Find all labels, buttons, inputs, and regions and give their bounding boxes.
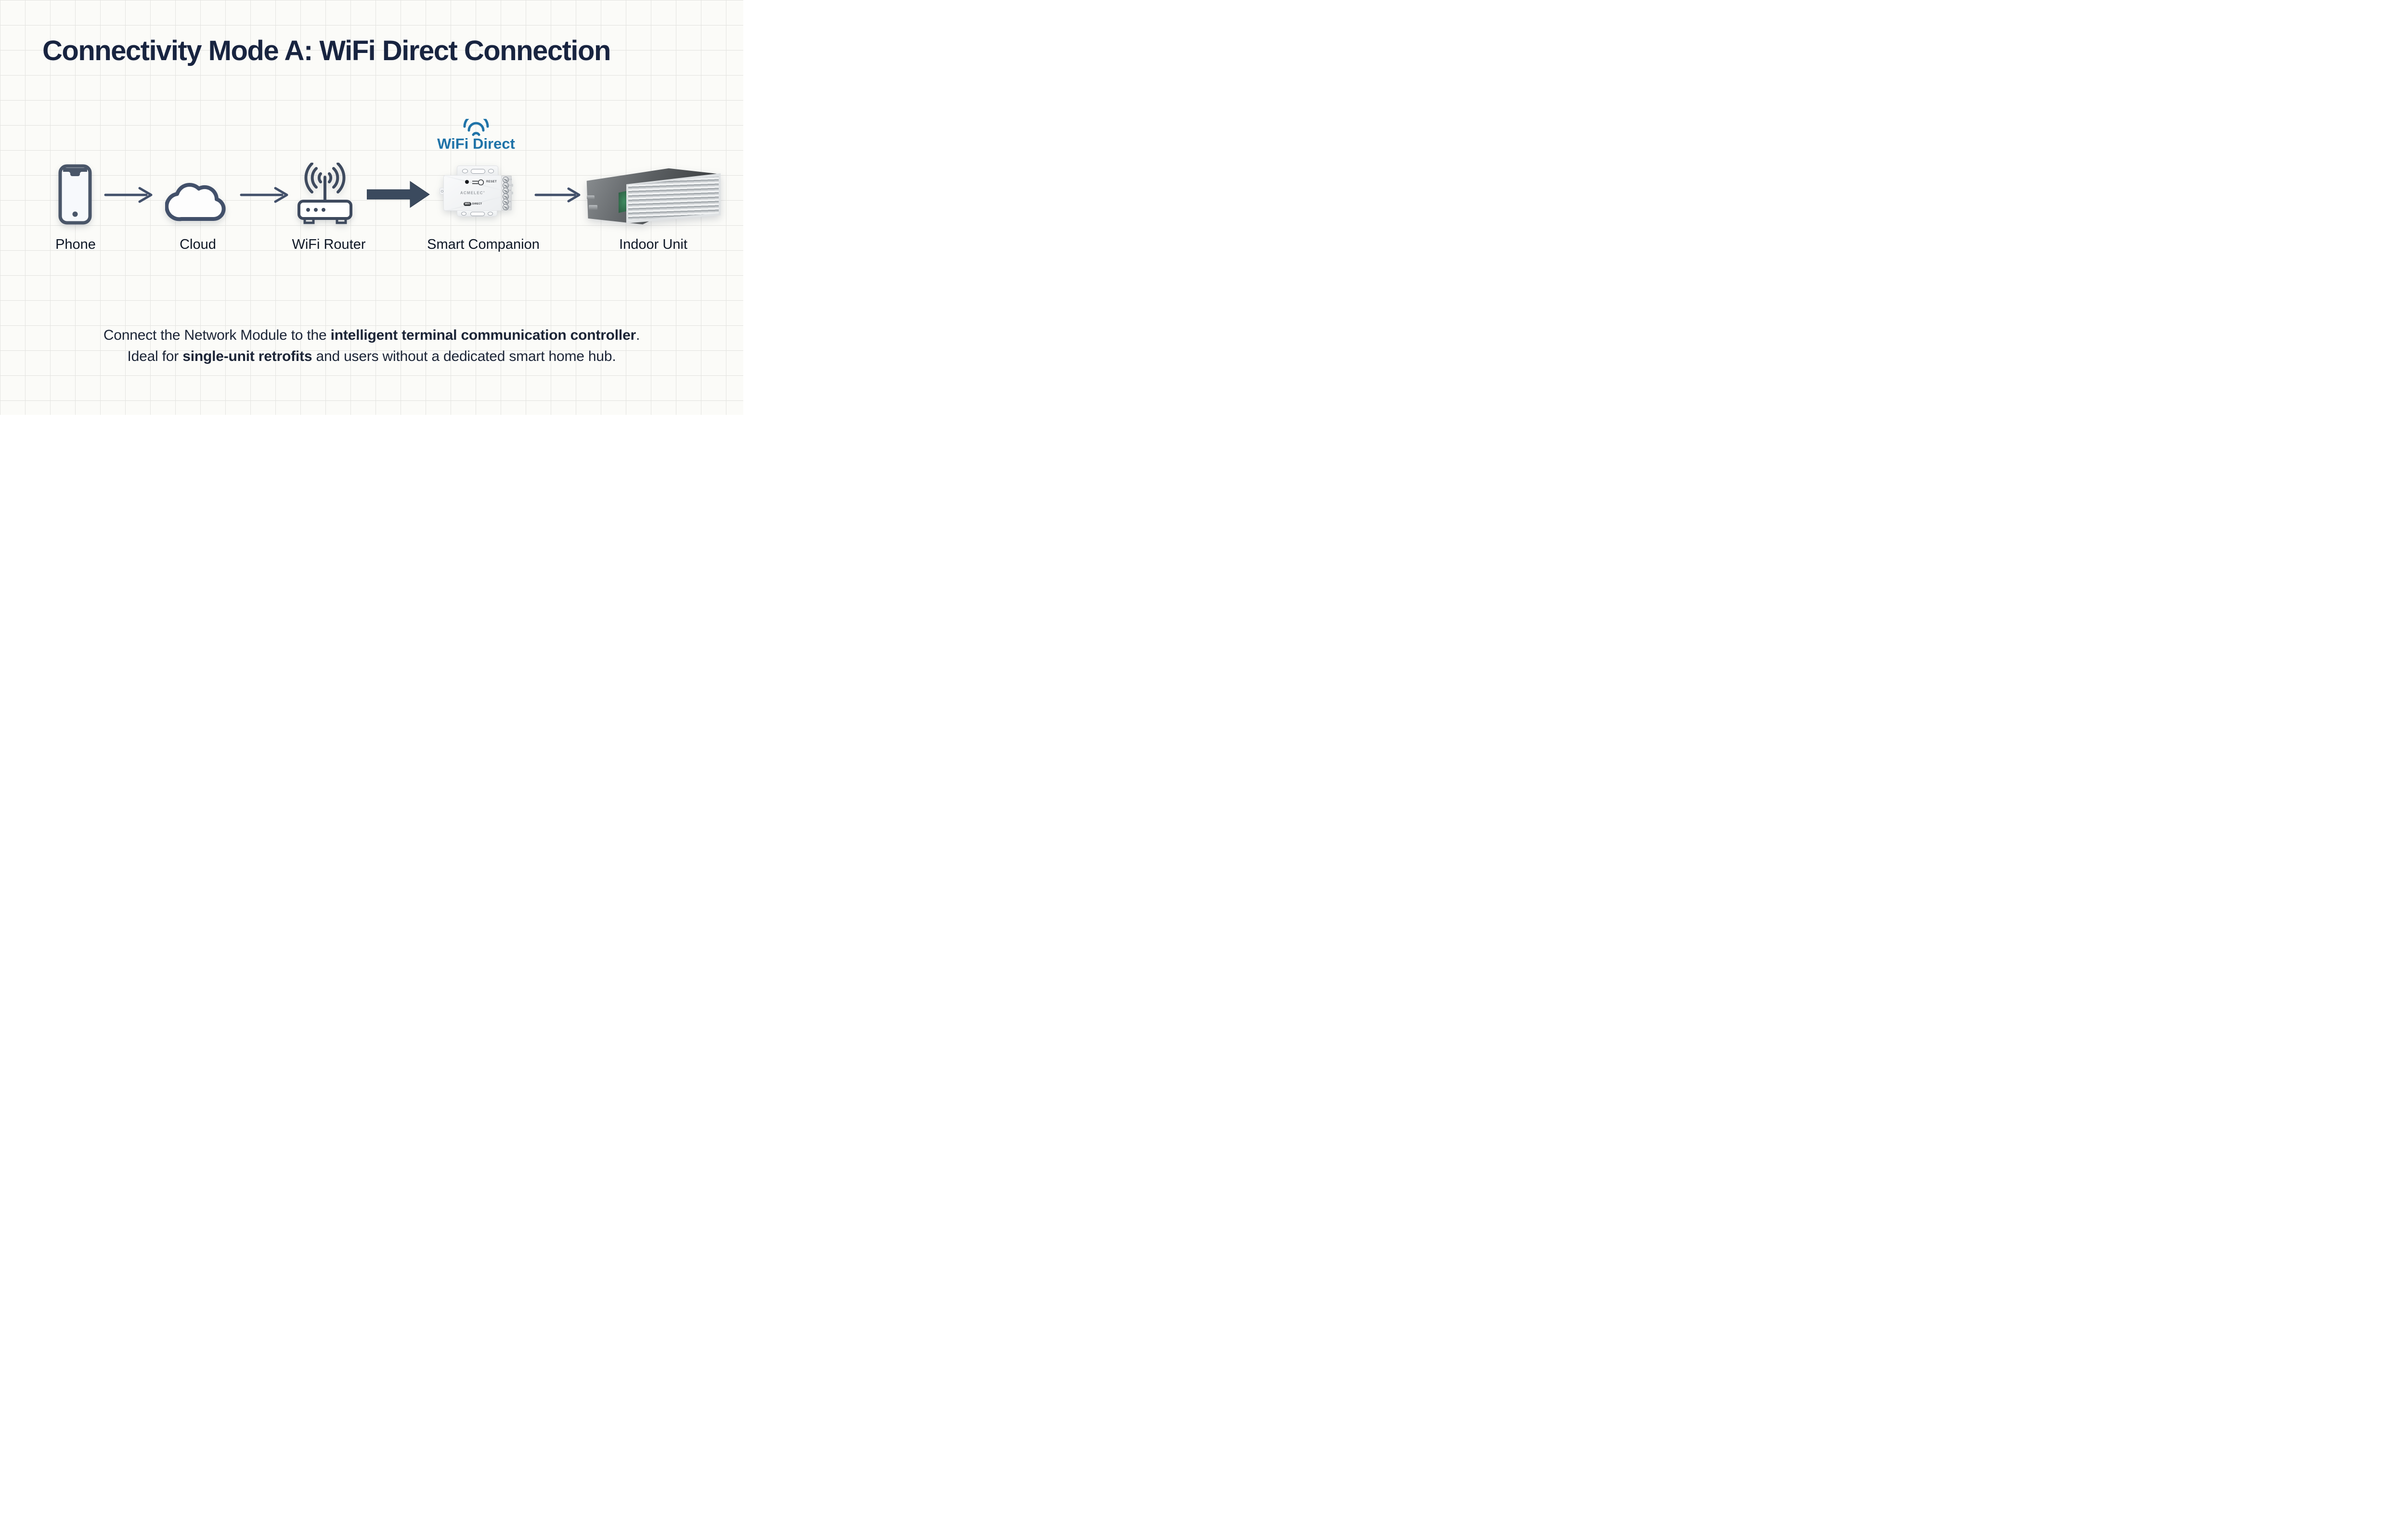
phone-icon — [58, 164, 92, 225]
terminal-label: N — [509, 189, 511, 192]
brand-label: ACMELEC® — [444, 191, 502, 195]
description-line-2: Ideal for single-unit retrofits and user… — [0, 348, 743, 365]
wifi-direct-badge: WiFi DIRECT — [444, 202, 502, 206]
description-text: . — [636, 327, 640, 343]
description-text: and users without a dedicated smart home… — [312, 348, 616, 364]
mount-hole — [488, 169, 494, 173]
refrigerant-pipe — [589, 205, 597, 210]
node-label-indoor-unit: Indoor Unit — [619, 237, 687, 252]
mount-hole — [488, 212, 493, 216]
mount-hole — [441, 190, 443, 192]
terminal-label: L — [509, 205, 511, 208]
description-line-1: Connect the Network Module to the intell… — [0, 327, 743, 344]
mount-hole — [461, 212, 466, 216]
arrow-phone-to-cloud-icon — [104, 187, 153, 203]
keyhole-slot — [470, 212, 485, 216]
brand-text: ACMELEC — [460, 191, 483, 195]
companion-top-mount-plate — [457, 166, 498, 176]
diagram-canvas: Connectivity Mode A: WiFi Direct Connect… — [0, 0, 743, 415]
direct-badge-text: DIRECT — [472, 203, 482, 205]
node-label-smart-companion: Smart Companion — [427, 237, 540, 252]
wifi-direct-label: WiFi Direct — [437, 135, 515, 152]
terminal-label: L1 — [509, 178, 512, 180]
node-label-wifi-router: WiFi Router — [292, 237, 366, 252]
companion-bottom-mount-plate — [457, 210, 497, 217]
description-bold-text: intelligent terminal communication contr… — [330, 327, 636, 343]
node-label-cloud: Cloud — [180, 237, 216, 252]
indoor-unit-image — [584, 167, 721, 226]
arrow-companion-to-indoor-unit-icon — [534, 187, 581, 203]
status-led — [465, 180, 469, 184]
reset-button-icon — [472, 180, 484, 185]
node-label-phone: Phone — [55, 237, 96, 252]
description-text: Ideal for — [127, 348, 183, 364]
indoor-unit-grille-louvers — [628, 176, 719, 220]
terminal-stub — [511, 184, 513, 187]
reset-label: RESET — [486, 180, 497, 183]
terminal-stub — [511, 192, 513, 194]
keyhole-slot — [471, 169, 485, 174]
companion-body: RESET ACMELEC® WiFi DIRECT — [443, 175, 502, 211]
wifi-badge-text: WiFi — [463, 202, 472, 206]
mount-hole — [462, 169, 468, 173]
terminal-screw — [503, 204, 509, 210]
thick-arrow-router-to-companion-icon — [367, 181, 430, 208]
refrigerant-pipe — [587, 195, 595, 199]
description-bold-text: single-unit retrofits — [182, 348, 312, 364]
registered-mark: ® — [483, 191, 486, 193]
terminal-label: L2 — [509, 184, 512, 186]
terminal-block: L1 L2 N N L — [501, 176, 513, 210]
cloud-icon — [165, 182, 226, 221]
smart-companion-device: RESET ACMELEC® WiFi DIRECT L1 L2 N N L — [440, 166, 513, 217]
indoor-unit-grille-frame — [626, 173, 721, 223]
page-title: Connectivity Mode A: WiFi Direct Connect… — [42, 35, 611, 66]
wifi-router-icon — [298, 163, 352, 224]
wifi-direct-signal-icon — [463, 119, 489, 136]
terminal-label: N — [509, 200, 511, 203]
description-text: Connect the Network Module to the — [103, 327, 331, 343]
arrow-cloud-to-router-icon — [240, 187, 288, 203]
